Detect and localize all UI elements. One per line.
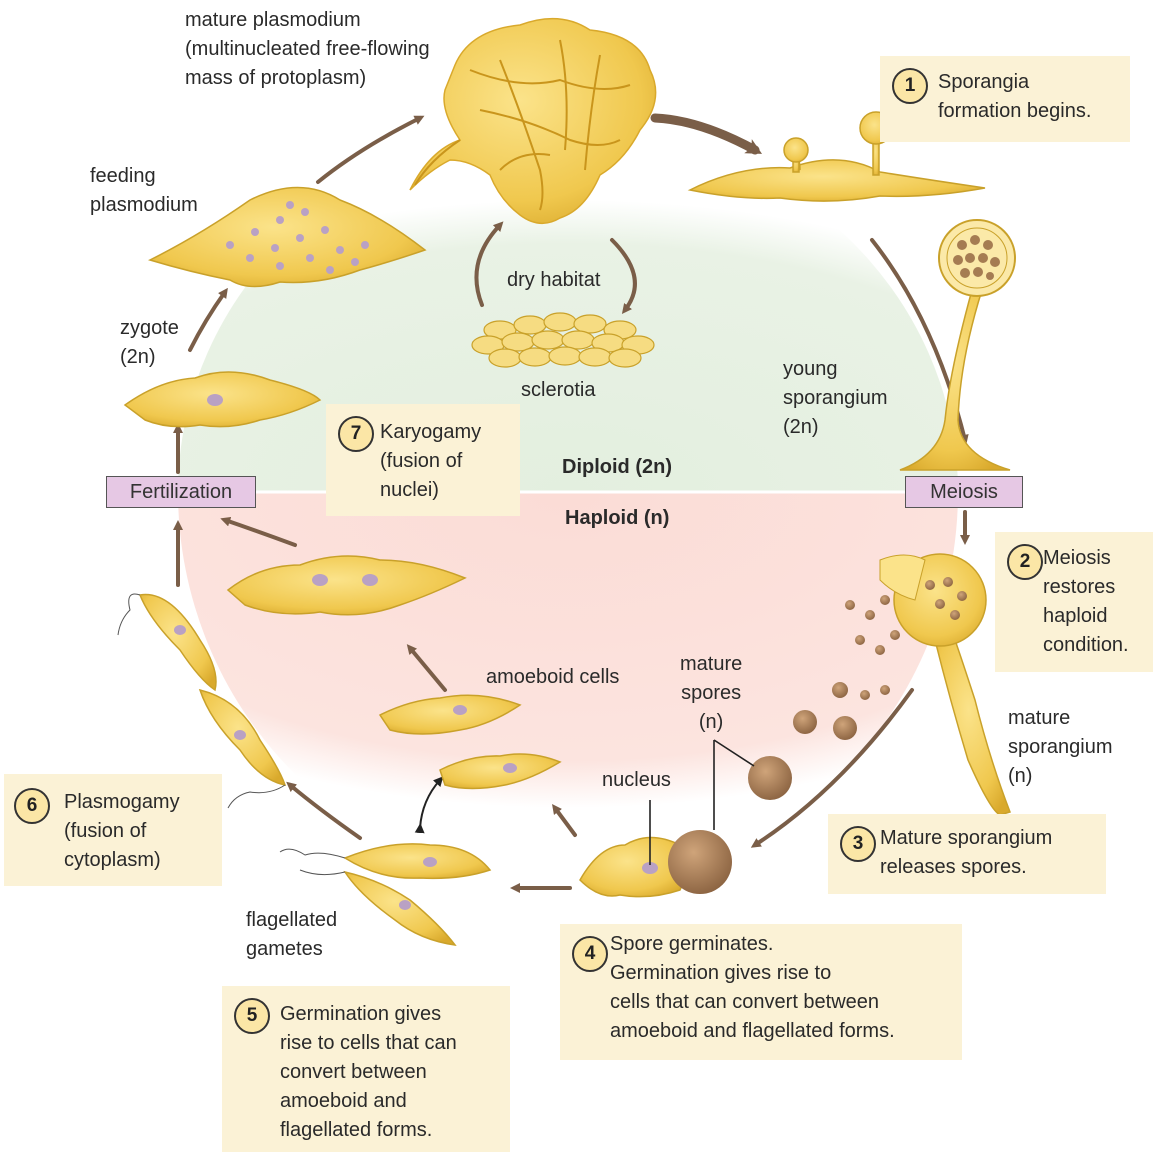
fertilization-tag: Fertilization xyxy=(106,476,256,508)
step-1-number: 1 xyxy=(892,68,928,104)
step-2-text: Meiosis restores haploid condition. xyxy=(1043,544,1129,660)
step-1-text: Sporangia formation begins. xyxy=(938,68,1091,126)
step-5-callout: 5 Germination gives rise to cells that c… xyxy=(222,986,510,1152)
step-3-number: 3 xyxy=(840,826,876,862)
step-3-callout: 3 Mature sporangium releases spores. xyxy=(828,814,1106,894)
flagellated-gametes-label: flagellated gametes xyxy=(246,906,337,964)
step-4-text: Spore germinates. Germination gives rise… xyxy=(610,930,895,1046)
haploid-zone-label: Haploid (n) xyxy=(565,504,669,533)
diploid-zone-label: Diploid (2n) xyxy=(562,453,672,482)
step-4-number: 4 xyxy=(572,936,608,972)
step-6-text: Plasmogamy (fusion of cytoplasm) xyxy=(64,788,180,875)
step-5-number: 5 xyxy=(234,998,270,1034)
step-6-callout: 6 Plasmogamy (fusion of cytoplasm) xyxy=(4,774,222,886)
dry-habitat-label: dry habitat xyxy=(507,266,600,295)
amoeboid-cells-label: amoeboid cells xyxy=(486,663,619,692)
step-7-text: Karyogamy (fusion of nuclei) xyxy=(380,418,481,505)
mature-plasmodium-label: mature plasmodium (multinucleated free-f… xyxy=(185,6,430,93)
feeding-plasmodium-label: feeding plasmodium xyxy=(90,162,198,220)
sclerotia-label: sclerotia xyxy=(521,376,595,405)
nucleus-label: nucleus xyxy=(602,766,671,795)
step-2-callout: 2 Meiosis restores haploid condition. xyxy=(995,532,1153,672)
step-6-number: 6 xyxy=(14,788,50,824)
meiosis-tag: Meiosis xyxy=(905,476,1023,508)
zygote-label: zygote (2n) xyxy=(120,314,179,372)
step-5-text: Germination gives rise to cells that can… xyxy=(280,1000,457,1145)
step-2-number: 2 xyxy=(1007,544,1043,580)
young-sporangium-label: young sporangium (2n) xyxy=(783,355,888,442)
mature-spores-label: mature spores (n) xyxy=(680,650,742,737)
step-7-callout: 7 Karyogamy (fusion of nuclei) xyxy=(326,404,520,516)
step-4-callout: 4 Spore germinates. Germination gives ri… xyxy=(560,924,962,1060)
step-1-callout: 1 Sporangia formation begins. xyxy=(880,56,1130,142)
mature-sporangium-label: mature sporangium (n) xyxy=(1008,704,1113,791)
step-7-number: 7 xyxy=(338,416,374,452)
step-3-text: Mature sporangium releases spores. xyxy=(880,824,1052,882)
